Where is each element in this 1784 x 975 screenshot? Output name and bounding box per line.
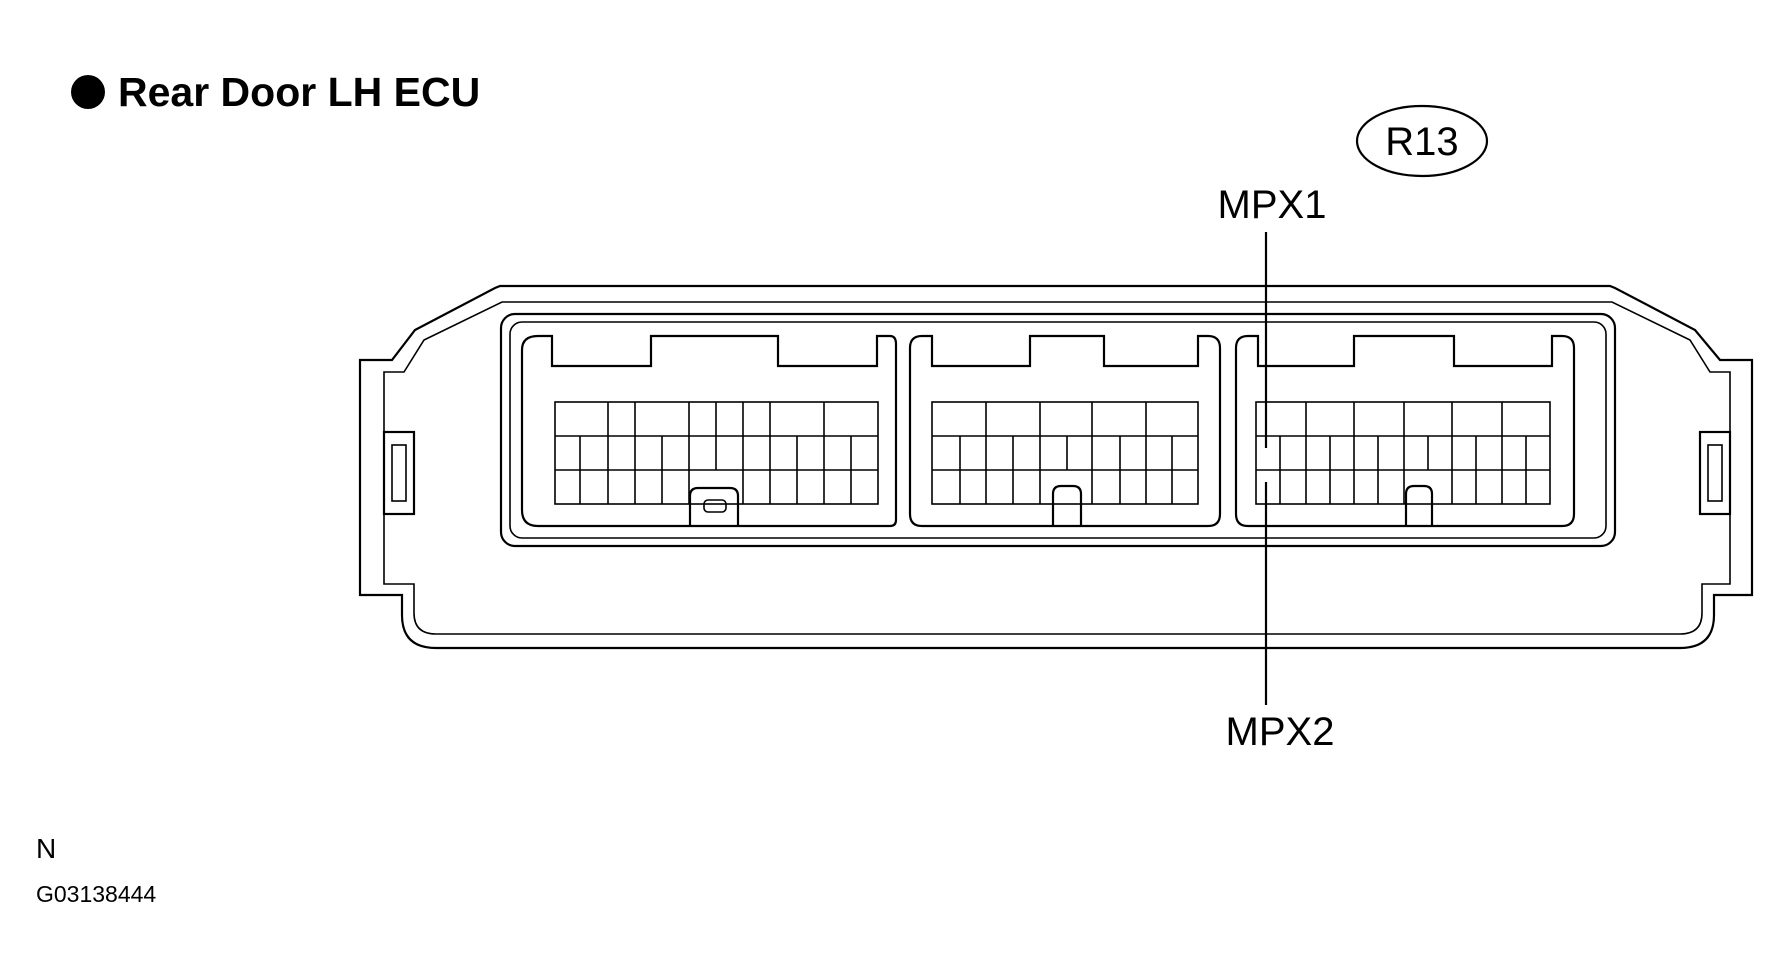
cavity-block-3 xyxy=(1234,334,1576,528)
connector-code-badge: R13 xyxy=(1355,104,1489,178)
connector-code-label: R13 xyxy=(1385,120,1458,164)
pin-label-mpx1: MPX1 xyxy=(1218,183,1327,227)
diagram-title: Rear Door LH ECU xyxy=(118,69,480,115)
cavity-block-2 xyxy=(908,334,1222,528)
cavity-block-1 xyxy=(520,334,898,528)
view-letter: N xyxy=(36,833,56,864)
figure-id: G03138444 xyxy=(36,881,156,907)
connector-housing xyxy=(358,284,1754,650)
bullet-icon xyxy=(71,75,105,109)
pin-label-mpx2: MPX2 xyxy=(1226,710,1335,754)
